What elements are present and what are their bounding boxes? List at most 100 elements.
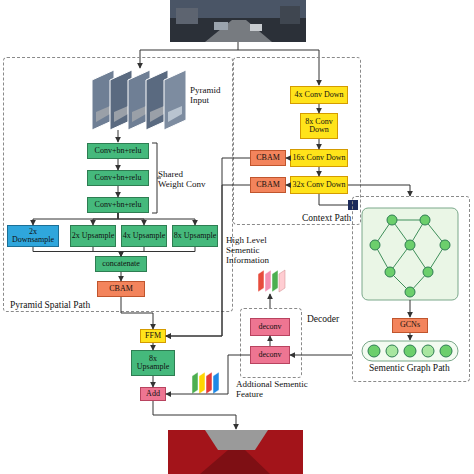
upsample-block: 4x Upsample — [121, 225, 167, 247]
graph-edge — [375, 220, 445, 292]
image-car — [214, 22, 228, 30]
node-text: 2x Downsample — [8, 228, 58, 245]
node-text: CBAM — [109, 285, 133, 293]
pyramid-image-road — [150, 106, 164, 122]
node-text: 2x Upsample — [72, 232, 114, 240]
conv-down-block: 16x Conv Down — [290, 149, 348, 167]
graph-vertex — [370, 240, 380, 250]
path-group: Context Path4x Conv Down8x Conv DownCBAM… — [233, 57, 361, 225]
flow-wire — [410, 300, 411, 317]
flow-arrow — [121, 272, 122, 281]
node-text: 16x Conv Down — [293, 154, 346, 162]
node-text: FFM — [145, 332, 161, 340]
feature-stack — [279, 270, 285, 292]
path-group: Sementic Graph Path GCNs — [352, 196, 470, 382]
graph-panel — [362, 208, 458, 300]
flow-wire — [270, 294, 271, 308]
flow-arrow — [166, 185, 250, 336]
feature-circle — [440, 345, 452, 357]
attention-block: CBAM — [97, 281, 145, 297]
pyramid-image-road — [168, 106, 182, 122]
flow-wire — [118, 130, 119, 142]
flow-arrow — [93, 247, 121, 256]
node-text: 4x Conv Down — [295, 91, 344, 99]
flow-wire — [153, 401, 236, 429]
feature-circle — [422, 345, 434, 357]
feature-square — [348, 200, 358, 210]
flow-wire — [410, 333, 411, 340]
deconv-block: deconv — [250, 318, 290, 336]
downsample-block: 2x Downsample — [7, 225, 59, 247]
flow-arrow — [121, 297, 153, 329]
flow-arrow — [153, 376, 154, 387]
flow-wire — [140, 42, 238, 68]
flow-wire — [319, 194, 348, 205]
flow-arrow — [118, 159, 119, 170]
graph-vertex — [440, 240, 450, 250]
group-title: Sementic Graph Path — [369, 364, 450, 374]
feature-circle — [368, 345, 380, 357]
node-feature-row — [362, 341, 458, 361]
node-text: GCNs — [400, 321, 420, 329]
flow-arrow — [118, 213, 195, 225]
upsample-block: 2x Upsample — [70, 225, 116, 247]
pyramid-image — [164, 70, 186, 130]
concat-block: concatenate — [95, 256, 147, 272]
conv-down-block: 8x Conv Down — [300, 113, 338, 139]
upsample-block: 8x Upsample — [131, 350, 175, 376]
graph-vertex — [405, 240, 415, 250]
flow-arrow — [93, 213, 118, 225]
flow-arrow — [286, 185, 290, 186]
flow-arrow — [166, 158, 250, 336]
node-text: deconv — [258, 323, 281, 331]
flow-wire — [238, 50, 319, 85]
gcn-block: GCNs — [392, 318, 428, 333]
pyramid-image-road — [114, 106, 128, 122]
node-text: 8x Upsample — [174, 232, 216, 240]
fusion-block: FFM — [140, 329, 166, 343]
flow-arrow — [290, 355, 352, 356]
upsample-block: 8x Upsample — [172, 225, 218, 247]
add-block: Add — [140, 387, 166, 401]
graph-vertex — [423, 267, 433, 277]
node-text: CBAM — [256, 181, 280, 189]
annotation-label: Pyramid Input — [190, 86, 232, 106]
pyramid-image-road — [132, 106, 146, 122]
pyramid-image-road — [96, 106, 110, 122]
attention-block: CBAM — [250, 150, 286, 166]
node-text: Conv+bn+relu — [95, 147, 142, 155]
group-title: Decoder — [307, 315, 339, 325]
decoder-group: Decoderdeconvdeconv — [240, 308, 302, 378]
feature-circle — [386, 345, 398, 357]
flow-arrow — [33, 247, 121, 256]
node-text: Add — [146, 390, 160, 398]
feature-stack — [265, 270, 271, 292]
node-text: 4x Upsample — [123, 232, 165, 240]
image-car — [250, 24, 262, 31]
feature-stack — [192, 372, 198, 394]
flow-arrow — [348, 185, 410, 196]
flow-arrow — [286, 158, 290, 159]
flow-arrow — [319, 139, 320, 149]
graph-vertex — [387, 215, 397, 225]
node-text: CBAM — [256, 154, 280, 162]
node-text: concatenate — [102, 260, 140, 268]
flow-arrow — [166, 355, 250, 394]
attention-block: CBAM — [250, 177, 286, 193]
feature-stack — [199, 372, 205, 394]
image-building — [176, 8, 198, 24]
conv-down-block: 4x Conv Down — [290, 86, 348, 104]
flow-arrow — [118, 213, 144, 225]
flow-arrow — [153, 343, 154, 350]
flow-arrow — [33, 213, 118, 225]
node-text: 8x Conv Down — [301, 118, 337, 135]
node-text: Conv+bn+relu — [95, 201, 142, 209]
graph-vertex — [405, 287, 415, 297]
conv-down-block: 32x Conv Down — [290, 176, 348, 194]
node-text: 8x Upsample — [132, 355, 174, 372]
node-text: 32x Conv Down — [293, 181, 346, 189]
flow-arrow — [319, 167, 320, 176]
connector-group — [33, 104, 410, 394]
annotation-label: Shared Weight Conv — [158, 170, 210, 190]
